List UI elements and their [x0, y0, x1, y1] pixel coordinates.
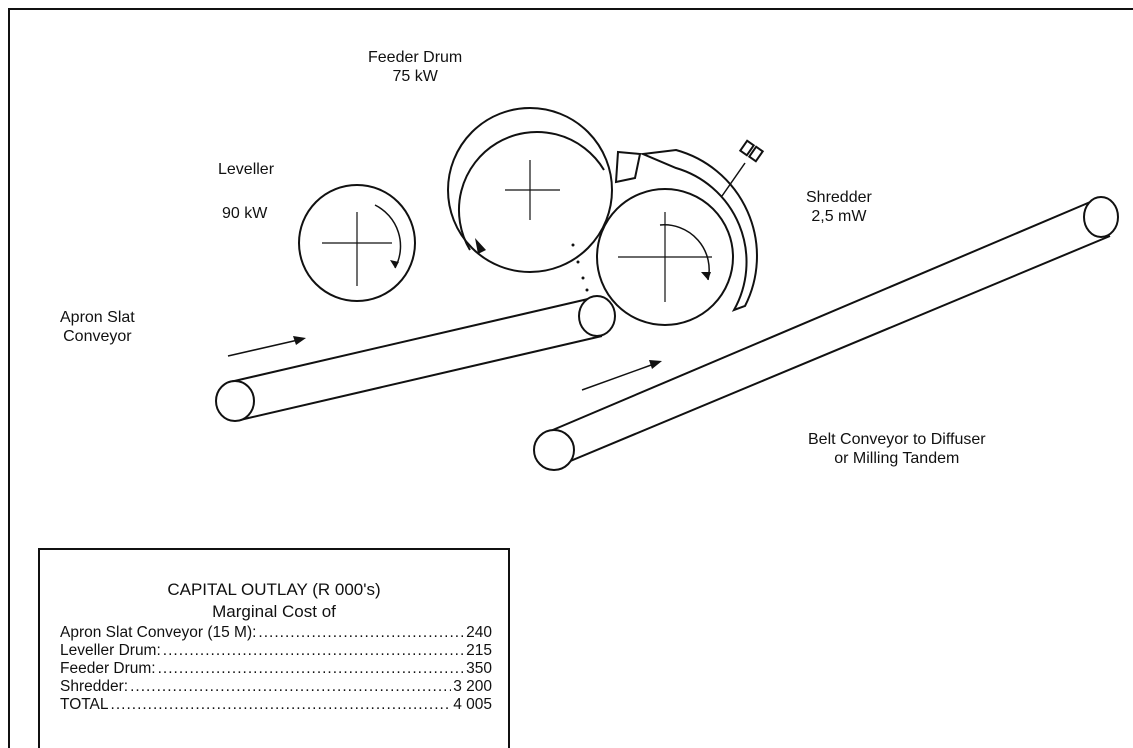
cost-line: Shredder: 3 200	[60, 678, 492, 696]
cost-total-value: 4 005	[453, 696, 492, 713]
shredder-name: Shredder	[806, 189, 872, 206]
shredder-power: 2,5 mW	[811, 208, 867, 225]
cost-value: 215	[466, 642, 492, 659]
dot-leader	[258, 624, 464, 642]
feeder-drum-name: Feeder Drum	[368, 49, 463, 66]
feeder-drum-label: Feeder Drum 75 kW	[368, 48, 462, 86]
shredder	[596, 139, 765, 326]
cost-value: 3 200	[453, 678, 492, 695]
capital-outlay-title: CAPITAL OUTLAY (R 000's)	[167, 580, 381, 599]
apron-conveyor-line2: Conveyor	[63, 328, 132, 345]
cost-label: Apron Slat Conveyor (15 M):	[60, 624, 257, 641]
cost-line: Feeder Drum: 350	[60, 660, 492, 678]
capital-outlay-subtitle: Marginal Cost of	[212, 602, 336, 621]
cost-line: Apron Slat Conveyor (15 M): 240	[60, 624, 492, 642]
leveller-name: Leveller	[218, 161, 275, 178]
cost-total-line: TOTAL 4 005	[60, 696, 492, 714]
dot-leader	[130, 678, 451, 696]
feeder-drum	[447, 107, 613, 273]
belt-conveyor-label: Belt Conveyor to Diffuser or Milling Tan…	[808, 430, 986, 468]
debris-dots	[571, 243, 589, 292]
cost-total-label: TOTAL	[60, 696, 109, 713]
apron-flow-arrow	[227, 336, 306, 357]
dot-leader	[111, 696, 452, 714]
apron-slat-conveyor	[215, 295, 616, 422]
shredder-label: Shredder 2,5 mW	[806, 188, 872, 226]
capital-outlay-table: CAPITAL OUTLAY (R 000's) Marginal Cost o…	[38, 548, 510, 748]
cost-value: 240	[466, 624, 492, 641]
belt-conveyor-line2: or Milling Tandem	[834, 450, 960, 467]
feeder-drum-power: 75 kW	[392, 68, 438, 85]
cost-label: Shredder:	[60, 678, 129, 695]
cost-lines: Apron Slat Conveyor (15 M): 240 Leveller…	[60, 624, 492, 714]
belt-flow-arrow	[581, 360, 662, 391]
page-frame	[8, 8, 1133, 748]
leveller-power: 90 kW	[222, 205, 268, 222]
cost-value: 350	[466, 660, 492, 677]
apron-conveyor-line1: Apron Slat	[60, 309, 135, 326]
leveller-drum	[298, 184, 416, 302]
belt-conveyor	[533, 196, 1119, 471]
cost-label: Leveller Drum:	[60, 642, 161, 659]
cost-line: Leveller Drum: 215	[60, 642, 492, 660]
spring-mount-icon	[738, 139, 765, 163]
belt-conveyor-line1: Belt Conveyor to Diffuser	[808, 431, 986, 448]
cost-label: Feeder Drum:	[60, 660, 156, 677]
dot-leader	[163, 642, 464, 660]
apron-conveyor-label: Apron Slat Conveyor	[60, 308, 135, 346]
dot-leader	[158, 660, 465, 678]
